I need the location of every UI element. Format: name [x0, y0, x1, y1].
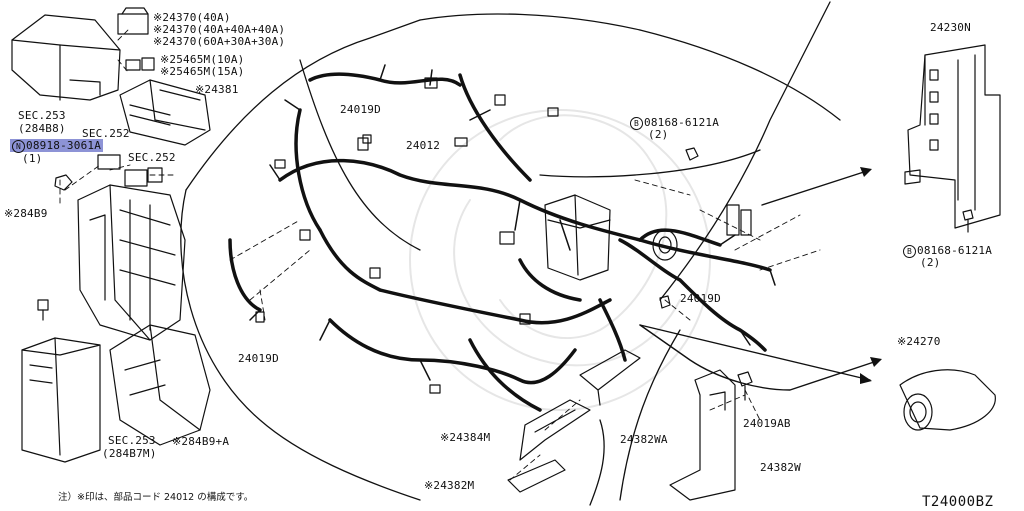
label-24370-40a-triple: ※24370(40A+40A+40A)	[153, 23, 286, 36]
watermark-emblem	[409, 109, 711, 411]
nut-part-number: 08918-3061A	[26, 139, 102, 152]
label-24019d-left: 24019D	[238, 352, 279, 365]
label-24370-60a: ※24370(60A+30A+30A)	[153, 35, 286, 48]
connector-sec252	[97, 154, 163, 187]
label-sec253-top: SEC.253	[18, 109, 66, 122]
label-24012: 24012	[406, 139, 441, 152]
relay-box-cover	[11, 14, 121, 101]
label-sec252-a: SEC.252	[82, 127, 130, 140]
connector-cluster	[726, 204, 752, 236]
label-24382w: 24382W	[760, 461, 801, 474]
circle-n-marker: N	[12, 140, 25, 153]
label-sec253-bottom: SEC.253	[108, 434, 156, 447]
nut-part	[54, 174, 73, 191]
grommet	[652, 229, 678, 261]
bolt-top-part-number: 08168-6121A	[644, 116, 720, 129]
vehicle-body-outline	[180, 1, 841, 506]
bolt-right-part-number: 08168-6121A	[917, 244, 993, 257]
bolt-left	[37, 299, 49, 321]
harness-branches	[249, 64, 776, 381]
bolt-24019d-left	[255, 311, 265, 323]
fuse-block-case	[77, 184, 186, 341]
control-module	[21, 337, 101, 463]
main-wire-harness	[228, 72, 772, 412]
label-24382m: ※24382M	[424, 479, 475, 492]
arrows	[639, 169, 881, 391]
protector-24382m	[507, 459, 566, 493]
label-24019d-top: 24019D	[340, 103, 381, 116]
bolt-24019ab	[737, 371, 753, 401]
label-bolt-top-qty: (2)	[648, 128, 669, 141]
label-25465m-15a: ※25465M(15A)	[160, 65, 245, 78]
label-24382wa: 24382WA	[620, 433, 668, 446]
bolt-08168-right	[962, 209, 974, 233]
junction-box	[544, 194, 611, 281]
label-284b8: (284B8)	[18, 122, 66, 135]
rubber-boot-24270	[899, 369, 996, 431]
fusible-link	[117, 7, 155, 71]
bolt-24019d-top	[362, 134, 372, 144]
label-284b7m: (284B7M)	[102, 447, 157, 460]
label-25465m-10a: ※25465M(10A)	[160, 53, 245, 66]
bracket-24382w	[669, 369, 736, 501]
arrowheads	[860, 167, 882, 384]
circle-b-marker: B	[903, 245, 916, 258]
diagram-code: T24000BZ	[922, 494, 994, 510]
label-24370-40a: ※24370(40A)	[153, 11, 231, 24]
label-24384m: ※24384M	[440, 431, 491, 444]
label-24230n: 24230N	[930, 21, 971, 34]
cover-24382wa	[579, 349, 641, 406]
label-24270: ※24270	[897, 335, 941, 348]
circle-b-marker: B	[630, 117, 643, 130]
bracket-24230n	[904, 44, 1001, 229]
ipdm-module	[119, 79, 211, 146]
label-24019d-right: 24019D	[680, 292, 721, 305]
footnote: 注）※印は、部品コード 24012 の構成です。	[58, 492, 254, 503]
label-bolt-right-qty: (2)	[920, 256, 941, 269]
label-nut-qty: (1)	[22, 152, 43, 165]
label-24381: ※24381	[195, 83, 239, 96]
harness-connectors	[274, 77, 559, 394]
protector-24384m	[519, 399, 591, 461]
label-24019ab: 24019AB	[743, 417, 791, 430]
bolt-08168-top	[685, 147, 699, 161]
label-284b9: ※284B9	[4, 207, 48, 220]
mounting-bracket	[109, 324, 211, 446]
label-sec252-b: SEC.252	[128, 151, 176, 164]
bolt-24019d-right	[659, 295, 671, 309]
label-284b9a: ※284B9+A	[172, 435, 230, 448]
